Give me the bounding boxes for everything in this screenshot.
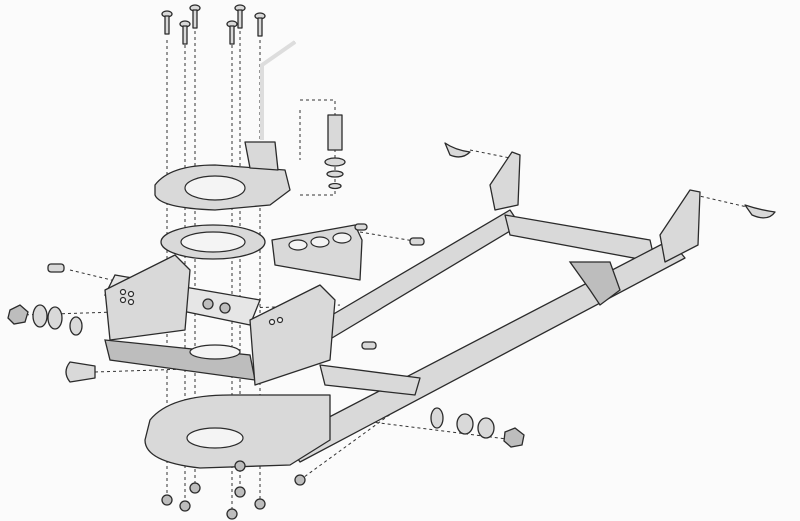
right-hardware: [430, 142, 776, 448]
mount-bracket: [104, 254, 336, 386]
right-bracket-upper: [489, 151, 521, 211]
lock-pin-handle: [261, 41, 296, 140]
mid-link: [319, 364, 421, 396]
spring-stack: [324, 114, 346, 190]
top-bolts: [161, 4, 266, 45]
frame-tubes: [284, 151, 701, 463]
bracket-left-wall: [104, 254, 191, 341]
right-bracket-lower: [659, 189, 701, 263]
tube-clamp: [568, 261, 621, 306]
base-plate: [144, 394, 331, 469]
left-hardware: [7, 223, 425, 383]
slotted-bracket: [271, 224, 363, 281]
pin-bracket: [244, 141, 279, 171]
bracket-right-wall: [249, 284, 336, 386]
hitch-pin-right: [744, 204, 776, 219]
spacer-ring: [160, 224, 266, 260]
base-plate-hole: [186, 427, 244, 449]
bottom-nuts: [161, 460, 306, 520]
cross-member: [504, 214, 656, 263]
lock-pin-fill: [260, 40, 297, 140]
upper-plate: [154, 141, 291, 211]
hitch-pin-left: [444, 142, 471, 158]
